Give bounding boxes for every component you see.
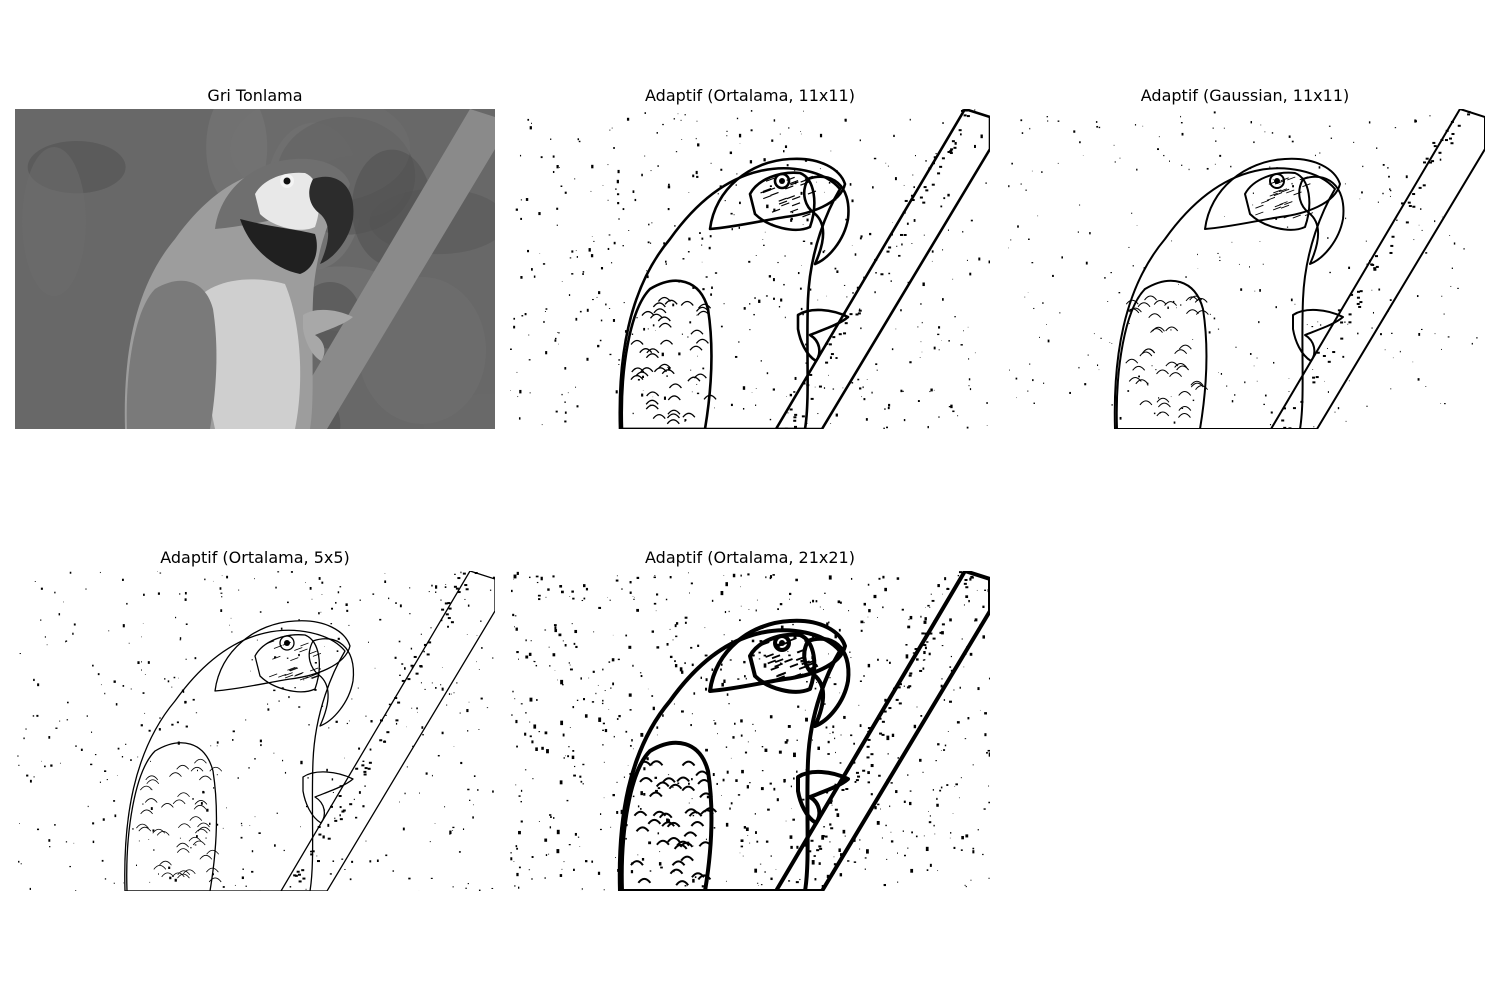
panel-grayscale: Gri Tonlama bbox=[15, 86, 495, 429]
parrot-image-threshold bbox=[510, 109, 990, 429]
panel-adaptive-mean-5: Adaptif (Ortalama, 5x5) bbox=[15, 548, 495, 891]
panel-title: Gri Tonlama bbox=[207, 86, 303, 105]
panel-title: Adaptif (Ortalama, 11x11) bbox=[645, 86, 855, 105]
parrot-image-threshold bbox=[15, 571, 495, 891]
panel-title: Adaptif (Ortalama, 21x21) bbox=[645, 548, 855, 567]
panel-adaptive-mean-21: Adaptif (Ortalama, 21x21) bbox=[510, 548, 990, 891]
parrot-image-threshold bbox=[1005, 109, 1485, 429]
panel-title: Adaptif (Gaussian, 11x11) bbox=[1140, 86, 1350, 105]
panel-title: Adaptif (Ortalama, 5x5) bbox=[160, 548, 350, 567]
panel-adaptive-gaussian-11: Adaptif (Gaussian, 11x11) bbox=[1005, 86, 1485, 429]
panel-adaptive-mean-11: Adaptif (Ortalama, 11x11) bbox=[510, 86, 990, 429]
parrot-image-grayscale bbox=[15, 109, 495, 429]
parrot-image-threshold bbox=[510, 571, 990, 891]
